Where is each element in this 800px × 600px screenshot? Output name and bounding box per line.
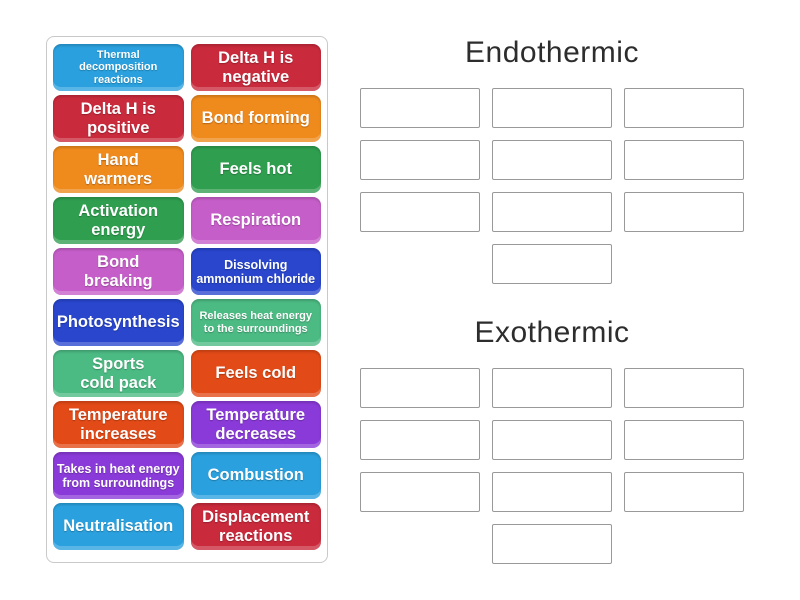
drop-slot[interactable] — [360, 140, 480, 180]
group-title-exothermic: Exothermic — [474, 316, 630, 349]
drop-slot[interactable] — [492, 192, 612, 232]
group-slots-endothermic — [358, 88, 746, 284]
group-endothermic: Endothermic — [358, 36, 746, 284]
tile-bond-forming[interactable]: Bond forming — [190, 95, 321, 142]
drop-slot[interactable] — [360, 472, 480, 512]
tile-combustion[interactable]: Combustion — [190, 452, 321, 499]
group-title-endothermic: Endothermic — [465, 36, 639, 69]
tile-thermal-decomposition-reactions[interactable]: Thermal decomposition reactions — [53, 44, 184, 91]
group-exothermic: Exothermic — [358, 316, 746, 564]
group-slots-exothermic — [358, 368, 746, 564]
tile-feels-hot[interactable]: Feels hot — [190, 146, 321, 193]
drop-slot[interactable] — [624, 140, 744, 180]
tile-temperature-decreases[interactable]: Temperature decreases — [190, 401, 321, 448]
tile-respiration[interactable]: Respiration — [190, 197, 321, 244]
tile-sports-cold-pack[interactable]: Sports cold pack — [53, 350, 184, 397]
drop-slot[interactable] — [624, 88, 744, 128]
tile-temperature-increases[interactable]: Temperature increases — [53, 401, 184, 448]
drop-slot[interactable] — [492, 368, 612, 408]
tile-displacement-reactions[interactable]: Displacement reactions — [190, 503, 321, 550]
tile-releases-heat-energy-to-the-surroundings[interactable]: Releases heat energy to the surroundings — [190, 299, 321, 346]
drop-slot[interactable] — [492, 420, 612, 460]
drop-slot[interactable] — [360, 420, 480, 460]
drop-slot[interactable] — [492, 524, 612, 564]
tile-bond-breaking[interactable]: Bond breaking — [53, 248, 184, 295]
drop-slot[interactable] — [492, 140, 612, 180]
tile-delta-h-is-negative[interactable]: Delta H is negative — [190, 44, 321, 91]
drop-slot[interactable] — [492, 472, 612, 512]
tile-delta-h-is-positive[interactable]: Delta H is positive — [53, 95, 184, 142]
drop-slot[interactable] — [492, 88, 612, 128]
drop-slot[interactable] — [360, 368, 480, 408]
tile-dissolving-ammonium-chloride[interactable]: Dissolving ammonium chloride — [190, 248, 321, 295]
drop-slot[interactable] — [492, 244, 612, 284]
tile-neutralisation[interactable]: Neutralisation — [53, 503, 184, 550]
tile-feels-cold[interactable]: Feels cold — [190, 350, 321, 397]
drop-slot[interactable] — [624, 472, 744, 512]
drop-slot[interactable] — [360, 192, 480, 232]
tile-hand-warmers[interactable]: Hand warmers — [53, 146, 184, 193]
tile-photosynthesis[interactable]: Photosynthesis — [53, 299, 184, 346]
tile-takes-in-heat-energy-from-surroundings[interactable]: Takes in heat energy from surroundings — [53, 452, 184, 499]
drop-slot[interactable] — [624, 420, 744, 460]
tile-activation-energy[interactable]: Activation energy — [53, 197, 184, 244]
drop-slot[interactable] — [624, 192, 744, 232]
drop-slot[interactable] — [360, 88, 480, 128]
drop-slot[interactable] — [624, 368, 744, 408]
